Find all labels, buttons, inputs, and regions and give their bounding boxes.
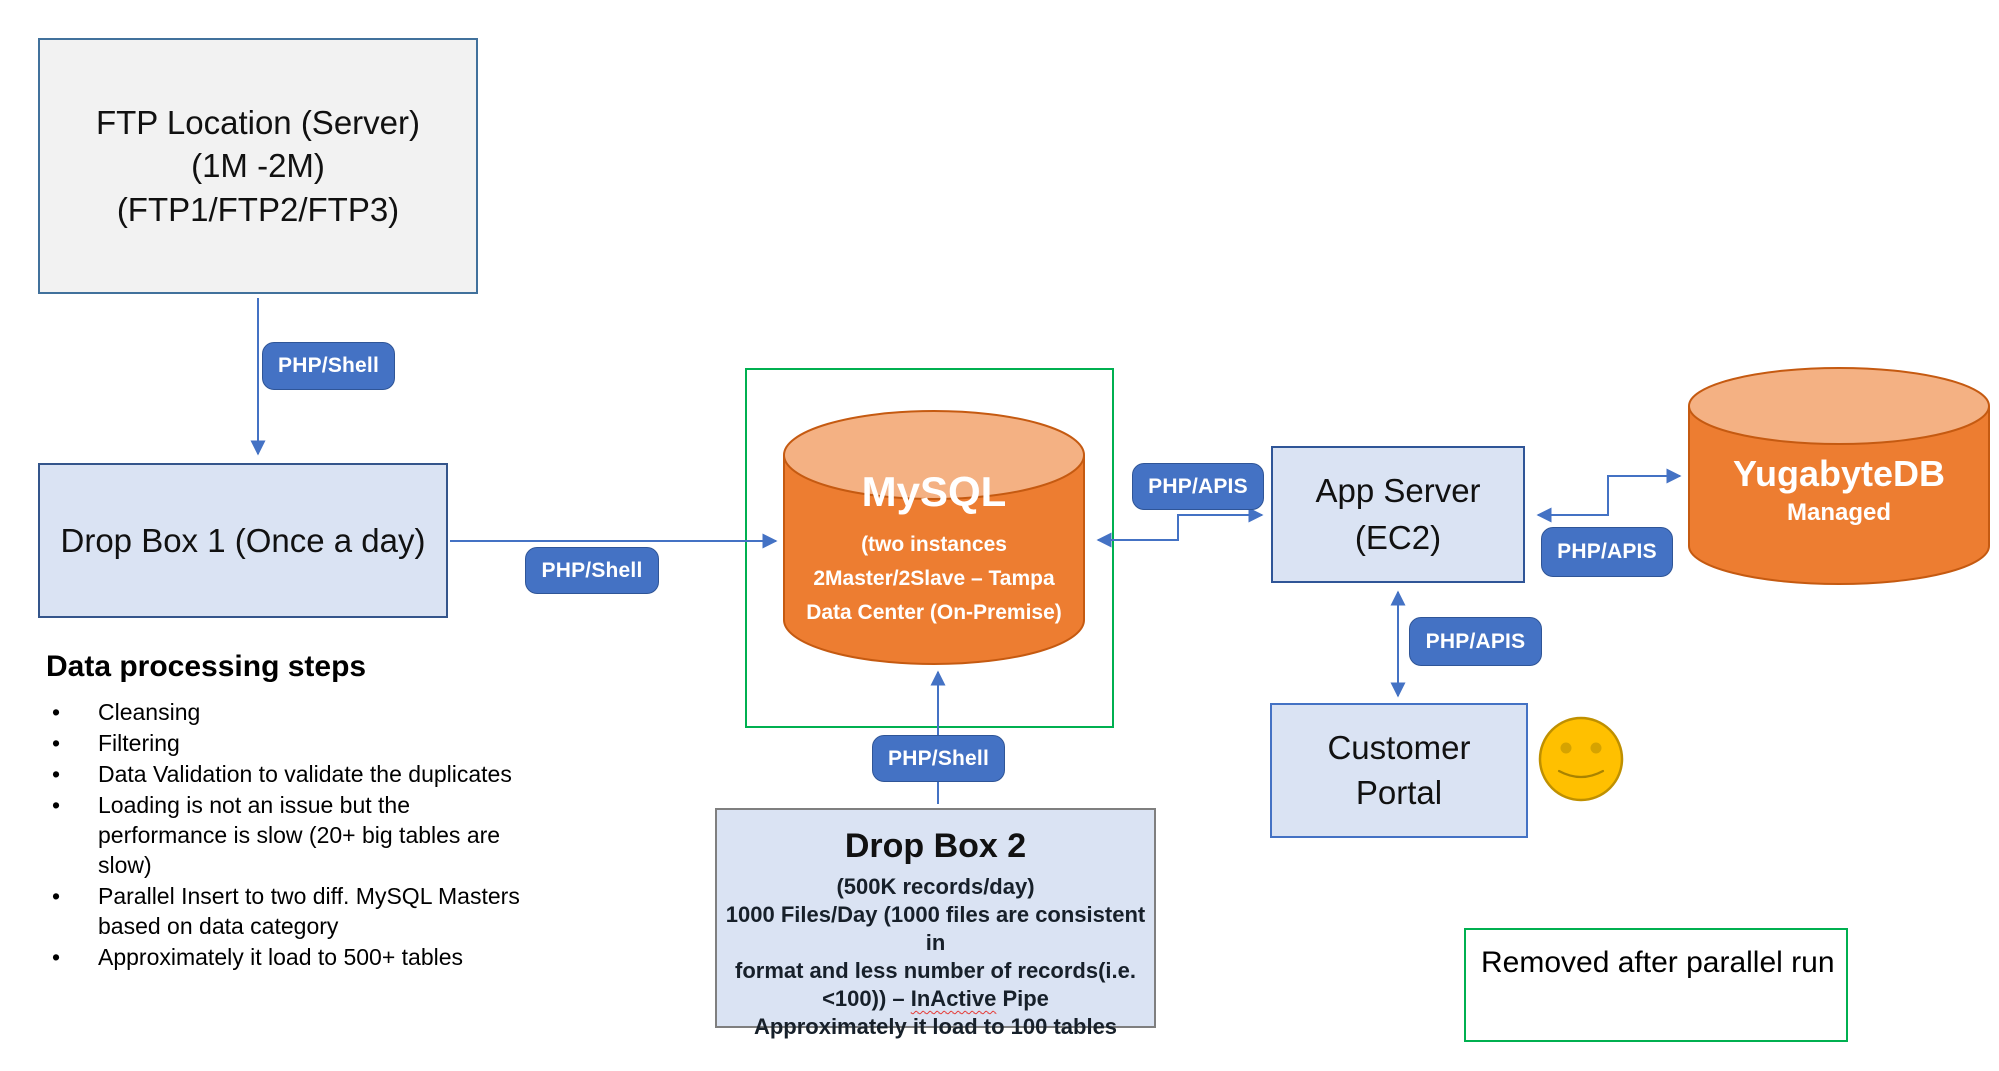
bullet-icon: • bbox=[52, 944, 61, 970]
app-server-box: App Server (EC2) bbox=[1271, 446, 1525, 583]
drop-box-2-line: <100)) – InActive Pipe bbox=[822, 985, 1049, 1011]
arrow-mysql-appserver bbox=[1096, 507, 1264, 548]
arrow-appserver-yugabytedb bbox=[1536, 468, 1682, 523]
ftp-location-box: FTP Location (Server) (1M -2M) (FTP1/FTP… bbox=[38, 38, 478, 294]
bullet-icon: • bbox=[52, 761, 61, 787]
bullet-icon: • bbox=[52, 699, 61, 725]
mysql-subline: Data Center (On-Premise) bbox=[806, 601, 1062, 624]
ftp-location-line: (1M -2M) bbox=[191, 147, 325, 185]
php-apis-badge: PHP/APIS bbox=[1541, 527, 1673, 577]
app-server-line: App Server bbox=[1315, 472, 1481, 510]
list-item: •Data Validation to validate the duplica… bbox=[52, 761, 512, 787]
drop-box-2-line: Approximately it load to 100 tables bbox=[753, 1013, 1118, 1039]
mysql-title: MySQL bbox=[861, 468, 1007, 515]
php-shell-badge: PHP/Shell bbox=[872, 735, 1005, 782]
drop-box-1: Drop Box 1 (Once a day) bbox=[38, 463, 448, 618]
yugabytedb-cylinder: YugabyteDB Managed bbox=[1688, 367, 1990, 585]
customer-portal-line: Portal bbox=[1355, 773, 1443, 811]
ftp-location-line: (FTP1/FTP2/FTP3) bbox=[116, 190, 400, 228]
drop-box-2-line: 1000 Files/Day (1000 files are consisten… bbox=[725, 901, 1146, 955]
drop-box-2-line: format and less number of records(i.e. bbox=[735, 957, 1136, 983]
bullet-icon: • bbox=[52, 883, 61, 909]
data-processing-steps-heading: Data processing steps bbox=[46, 650, 367, 683]
yugabytedb-subtitle: Managed bbox=[1786, 499, 1891, 526]
list-item: •Cleansing bbox=[52, 699, 201, 725]
mysql-group-outline bbox=[745, 368, 1114, 728]
drop-box-2-title: Drop Box 2 bbox=[844, 827, 1027, 865]
drop-box-2-line: (500K records/day) bbox=[836, 873, 1035, 899]
misspelled-word: InActive bbox=[910, 985, 997, 1011]
drop-box-2: Drop Box 2 (500K records/day) 1000 Files… bbox=[715, 808, 1156, 1039]
app-server-line: (EC2) bbox=[1354, 518, 1442, 556]
php-apis-badge: PHP/APIS bbox=[1409, 617, 1542, 666]
smiley-face-icon bbox=[1537, 715, 1625, 803]
mysql-subline: 2Master/2Slave – Tampa bbox=[813, 567, 1055, 590]
list-item: •Approximately it load to 500+ tables bbox=[52, 944, 464, 970]
drop-box-1-label: Drop Box 1 (Once a day) bbox=[60, 521, 426, 559]
database-cylinder-icon bbox=[783, 410, 1085, 665]
customer-portal-box: Customer Portal bbox=[1270, 703, 1528, 838]
list-item: •Loading is not an issue but the perform… bbox=[52, 792, 501, 878]
mysql-subline: (two instances bbox=[861, 533, 1007, 556]
database-cylinder-icon bbox=[1688, 367, 1990, 585]
ftp-location-line: FTP Location (Server) bbox=[95, 103, 420, 141]
bullet-icon: • bbox=[52, 792, 61, 818]
data-processing-steps-list: •Cleansing •Filtering •Data Validation t… bbox=[52, 697, 530, 973]
mysql-cylinder: MySQL (two instances 2Master/2Slave – Ta… bbox=[783, 410, 1085, 666]
removed-note: Removed after parallel run bbox=[1464, 928, 1848, 1042]
yugabytedb-title: YugabyteDB bbox=[1732, 453, 1946, 494]
php-shell-badge: PHP/Shell bbox=[262, 342, 395, 390]
customer-portal-line: Customer bbox=[1327, 728, 1471, 766]
list-item: •Filtering bbox=[52, 730, 180, 756]
php-shell-badge: PHP/Shell bbox=[525, 547, 659, 594]
list-item: •Parallel Insert to two diff. MySQL Mast… bbox=[52, 883, 520, 939]
bullet-icon: • bbox=[52, 730, 61, 756]
php-apis-badge: PHP/APIS bbox=[1132, 463, 1264, 510]
